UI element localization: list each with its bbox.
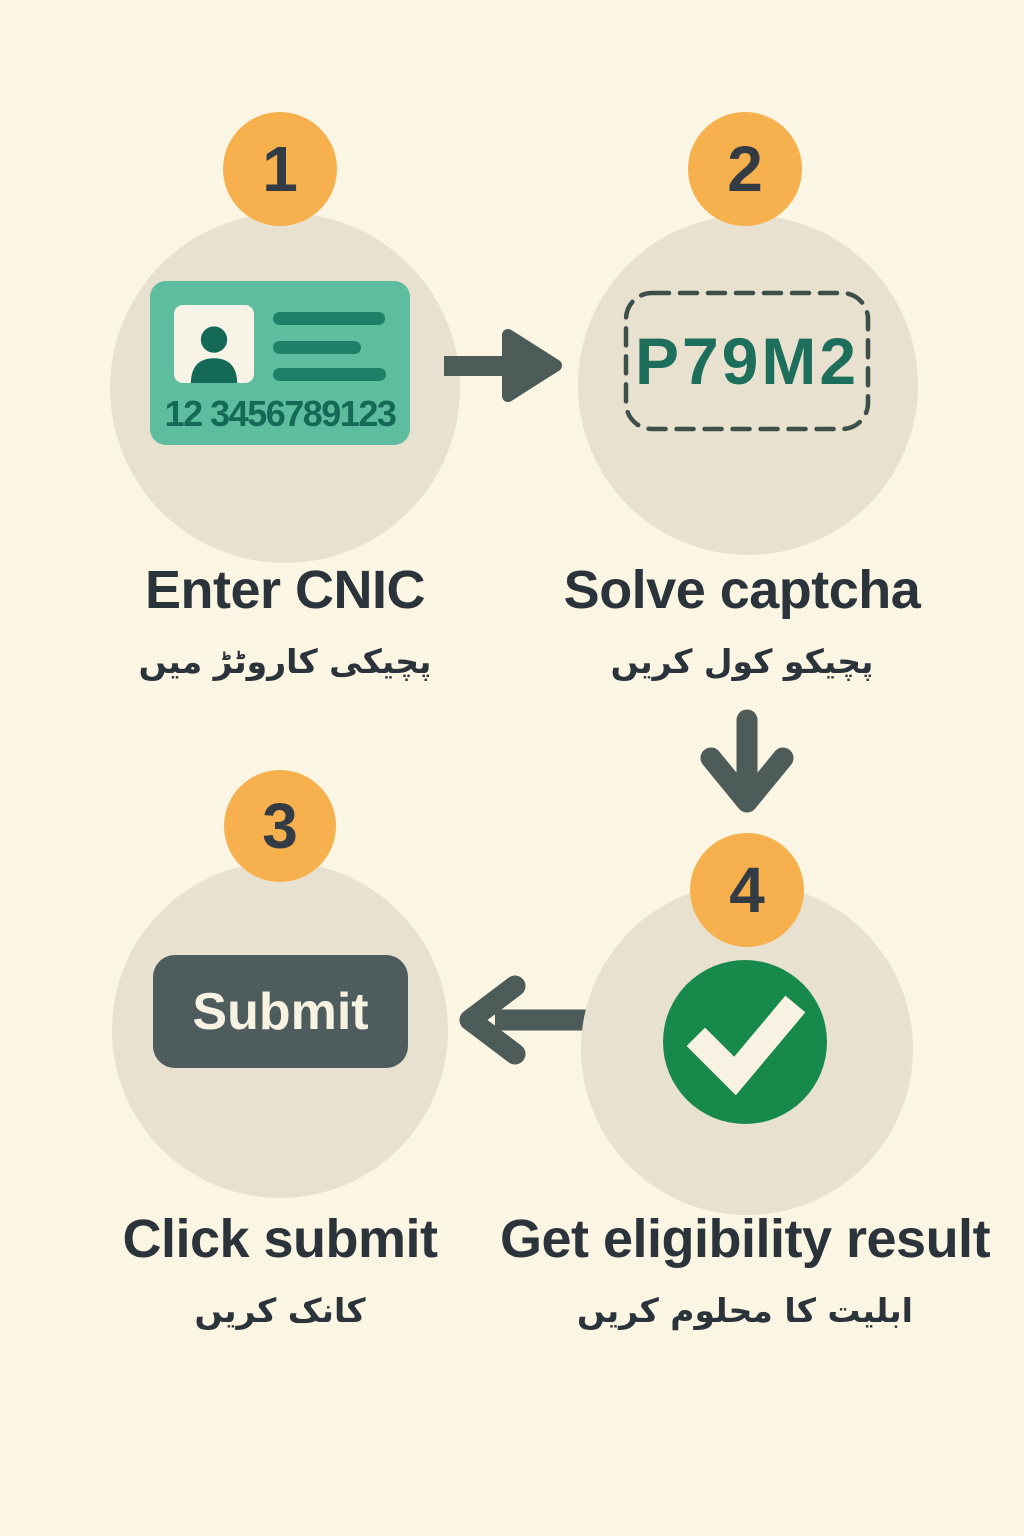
submit-button-graphic: Submit [153, 955, 408, 1068]
cnic-number: 12 3456789123 [164, 393, 397, 434]
captcha-box: P79M2 [623, 290, 871, 432]
step4-number-badge: 4 [690, 833, 804, 947]
step1-number: 1 [262, 133, 298, 205]
person-icon [190, 326, 238, 383]
eligibility-check-badge [663, 960, 827, 1124]
card-photo-box [174, 305, 254, 383]
card-text-line [273, 341, 361, 354]
step1-number-badge: 1 [223, 112, 337, 226]
step2-number: 2 [727, 133, 763, 205]
dashed-border [623, 290, 871, 432]
step1-label: Enter CNIC پچیکی کاروٹڑ میں [35, 556, 535, 688]
cnic-card-illustration: 12 3456789123 [150, 281, 410, 445]
captcha-code: P79M2 [634, 324, 860, 398]
arrow-left-icon [459, 975, 587, 1065]
step3-title: Click submit [122, 1209, 438, 1269]
step4-title-urdu: ابلیت کا محلوم کریں [577, 1291, 913, 1330]
arrow-down-icon [700, 709, 794, 813]
arrow-right-icon [444, 329, 562, 402]
submit-button-label: Submit [192, 982, 369, 1041]
step1-title-urdu: پچیکی کاروٹڑ میں [138, 642, 432, 681]
step1-title: Enter CNIC [144, 560, 426, 620]
card-text-line [273, 312, 385, 325]
step3-number: 3 [262, 790, 298, 862]
step3-title-urdu: کانک کریں [194, 1291, 366, 1330]
step2-title: Solve captcha [563, 560, 921, 620]
step2-title-urdu: پچیکو کول کریں [610, 642, 874, 681]
step4-label: Get eligibility result ابلیت کا محلوم کر… [495, 1205, 995, 1337]
checkmark-icon [686, 995, 806, 1096]
step3-label: Click submit کانک کریں [30, 1205, 530, 1337]
step4-title: Get eligibility result [499, 1209, 991, 1269]
card-text-line [273, 368, 386, 381]
step4-number: 4 [729, 854, 765, 926]
step2-circle [578, 215, 918, 555]
step2-label: Solve captcha پچیکو کول کریں [492, 556, 992, 688]
step2-number-badge: 2 [688, 112, 802, 226]
step3-number-badge: 3 [224, 770, 336, 882]
